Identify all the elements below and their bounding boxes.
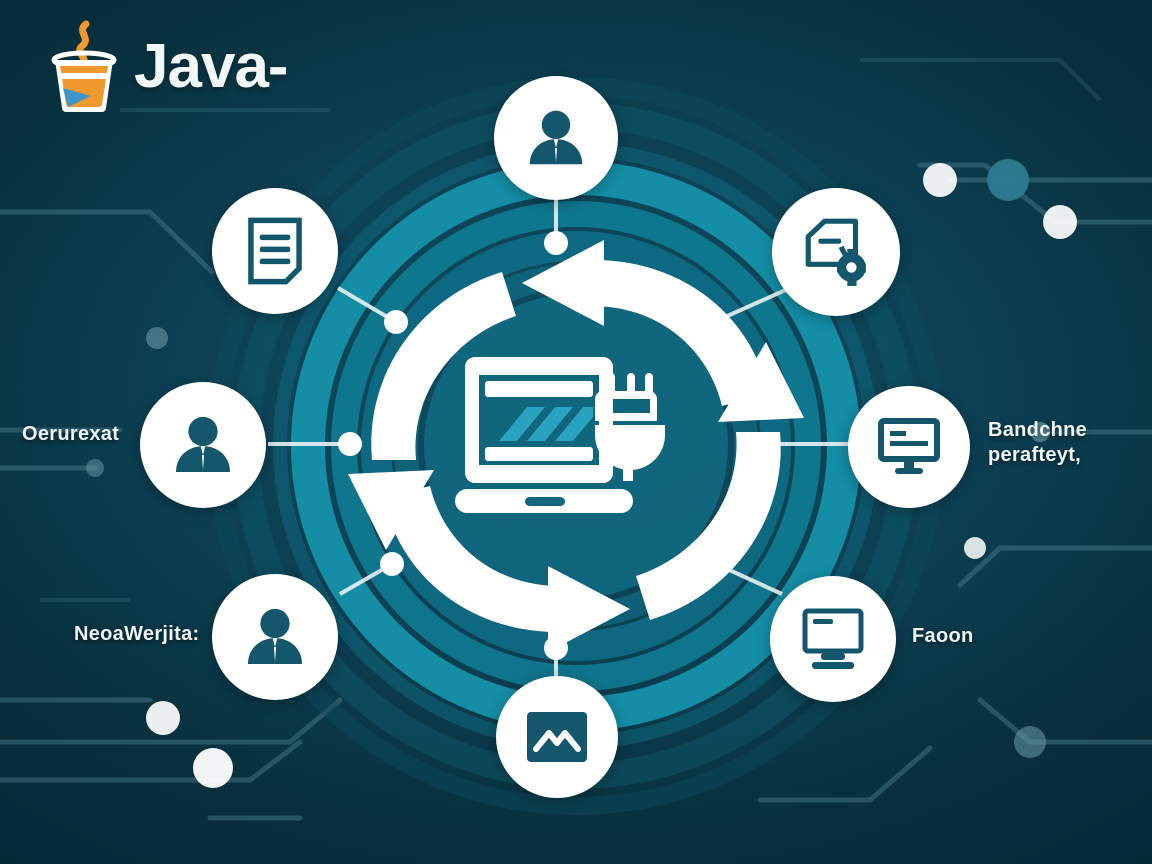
label-mid-left: Oerurexat	[22, 423, 120, 445]
label-mid-right: Bandchne perafteyt,	[988, 418, 1148, 468]
circular-arrows-cycle-icon	[348, 240, 804, 652]
screen-stripes	[499, 407, 593, 441]
node-top-center[interactable]	[494, 76, 618, 200]
brand-title: Java-	[134, 32, 289, 101]
java-coffee-cup-icon	[48, 18, 120, 116]
label-bottom-right: Faoon	[912, 625, 974, 647]
plug-icon	[595, 373, 665, 481]
circuit-node-dots	[86, 159, 1077, 788]
document-gear-icon	[805, 218, 866, 286]
brand: Java-	[48, 18, 289, 116]
user-person-icon	[529, 110, 583, 165]
node-mid-right-monitor[interactable]	[848, 386, 970, 508]
label-bottom-left: NeoaWerjita:	[74, 623, 200, 645]
node-bottom-right-monitor[interactable]	[770, 576, 896, 702]
label-mid-right-line2: perafteyt,	[988, 444, 1082, 466]
node-bottom-left-user[interactable]	[212, 574, 338, 700]
laptop-with-plug-icon	[455, 357, 665, 513]
node-bottom-center-image[interactable]	[496, 676, 618, 798]
monitor-screen-icon	[878, 418, 940, 474]
user-person-icon	[176, 416, 230, 472]
image-chart-icon	[527, 712, 587, 762]
node-top-right-document-settings[interactable]	[772, 188, 900, 316]
monitor-outline-icon	[802, 608, 864, 669]
user-person-icon	[248, 608, 302, 664]
label-mid-right-line1: Bandchne	[988, 419, 1088, 441]
node-mid-left-user[interactable]	[140, 382, 266, 508]
document-lines-icon	[248, 217, 302, 285]
node-top-left-document[interactable]	[212, 188, 338, 314]
